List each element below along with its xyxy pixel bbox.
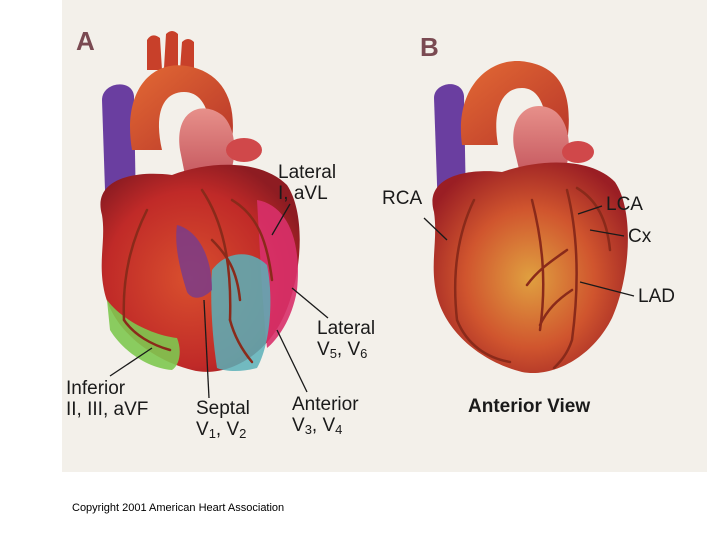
aortic-arch-a [130, 65, 233, 150]
septal-region-a [176, 225, 212, 298]
label-lca: LCA [606, 194, 643, 215]
inferior-region-a [107, 300, 180, 370]
atrial-appendage-b [562, 141, 594, 163]
label-lateral-top-line1: Lateral [278, 162, 337, 183]
label-anterior-line2: V3, V4 [292, 415, 343, 437]
panel-b-letter: B [420, 32, 439, 62]
label-lateral-side-line1: Lateral [317, 318, 376, 339]
label-lateral-ivl: Lateral I, aVL [278, 162, 336, 204]
label-lateral-v5v6: Lateral V5, V6 [317, 318, 375, 364]
cx-vessel [575, 186, 612, 252]
label-anterior-line1: Anterior [292, 394, 359, 415]
coronary-vessels-b [453, 186, 612, 370]
heart-a [100, 31, 329, 399]
label-lad: LAD [638, 286, 675, 307]
anterior-region-a [211, 254, 271, 371]
panel-a-letter: A [76, 26, 95, 56]
label-anterior-view: Anterior View [468, 396, 591, 417]
label-septal: Septal V1, V2 [196, 398, 250, 444]
coronary-vessels-a [122, 188, 274, 364]
label-inferior-line1: Inferior [66, 378, 126, 399]
leader-lines-b [423, 205, 635, 297]
label-septal-line1: Septal [196, 398, 250, 419]
heart-illustrations [100, 31, 635, 399]
atrial-appendage-a [226, 138, 262, 162]
copyright-notice: Copyright 2001 American Heart Associatio… [72, 502, 285, 514]
label-rca: RCA [382, 188, 423, 209]
leader-lines-a [109, 203, 329, 399]
heart-body-b [432, 162, 628, 374]
label-cx: Cx [628, 226, 652, 247]
label-septal-line2: V1, V2 [196, 419, 247, 441]
heart-b [423, 61, 635, 374]
lad-vessel [552, 188, 578, 370]
label-lateral-top-line2: I, aVL [278, 183, 328, 204]
heart-diagram-figure: A B Lateral I, aVL Lateral V5, V6 Inferi… [62, 0, 707, 472]
label-inferior: Inferior II, III, aVF [66, 378, 148, 420]
label-inferior-line2: II, III, aVF [66, 399, 149, 420]
aortic-arch-b [460, 61, 569, 145]
label-anterior: Anterior V3, V4 [292, 394, 359, 440]
rca-vessel [453, 198, 512, 364]
label-lateral-side-line2: V5, V6 [317, 339, 368, 361]
